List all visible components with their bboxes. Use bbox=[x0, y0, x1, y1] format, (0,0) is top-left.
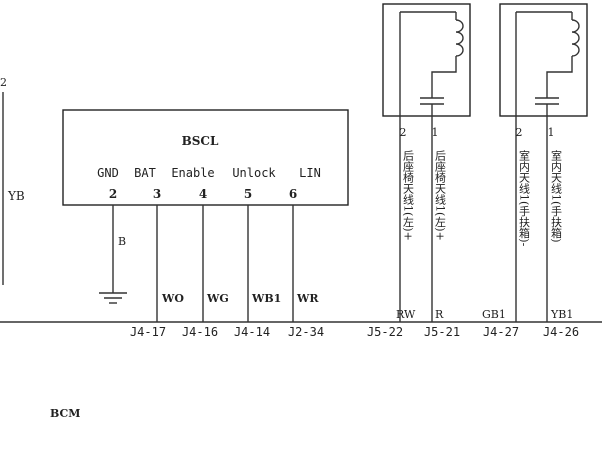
module-title: BSCL bbox=[182, 134, 219, 148]
interior-antenna-pin-2: 2 bbox=[516, 126, 523, 139]
left-wire-label: YB bbox=[7, 189, 25, 203]
rear-antenna-connector-1: J5-21 bbox=[424, 325, 460, 339]
interior-antenna-wire-code-1: YB1 bbox=[550, 308, 573, 321]
ground-symbol bbox=[99, 292, 127, 304]
wire-code-0: WO bbox=[161, 292, 184, 305]
connector-label-1: J4-16 bbox=[182, 325, 218, 339]
pin-name-enable: Enable bbox=[171, 166, 214, 180]
pin-number-enable: 4 bbox=[199, 187, 207, 201]
connector-label-3: J2-34 bbox=[288, 325, 324, 339]
pin-name-lin: LIN bbox=[299, 166, 321, 180]
ground-wire-label: B bbox=[118, 235, 126, 248]
rear-antenna-connector-2: J5-22 bbox=[367, 325, 403, 339]
pin-name-unlock: Unlock bbox=[232, 166, 276, 180]
interior-antenna-pin-1: 1 bbox=[548, 126, 555, 139]
wire-code-1: WG bbox=[206, 292, 229, 305]
wire-code-3: WR bbox=[296, 292, 319, 305]
connector-label-2: J4-14 bbox=[234, 325, 270, 339]
pin-number-lin: 6 bbox=[289, 187, 297, 201]
interior-antenna-connector-2: J4-27 bbox=[483, 325, 519, 339]
interior-antenna-label-1: 室内天线1(手扶箱) bbox=[550, 149, 563, 243]
rear-seat-antenna bbox=[382, 3, 471, 117]
bcm-label: BCM bbox=[50, 407, 80, 420]
left-edge-fragment: 2 bbox=[0, 76, 7, 89]
bscl-module-box bbox=[62, 109, 349, 206]
rear-antenna-pin-2: 2 bbox=[400, 126, 407, 139]
interior-antenna-connector-1: J4-26 bbox=[543, 325, 579, 339]
pin-number-bat: 3 bbox=[153, 187, 161, 201]
rear-antenna-wire-code-2: RW bbox=[396, 308, 416, 321]
interior-antenna bbox=[499, 3, 588, 117]
rear-antenna-label-1: 后座椅天线1(左)+ bbox=[434, 150, 447, 241]
pin-number-unlock: 5 bbox=[244, 187, 252, 201]
rear-antenna-pin-1: 1 bbox=[432, 126, 439, 139]
interior-antenna-wire-code-2: GB1 bbox=[482, 308, 506, 321]
pin-name-gnd: GND bbox=[97, 166, 119, 180]
interior-antenna-label-2: 室内天线1(手扶箱)- bbox=[518, 149, 531, 247]
pin-number-gnd: 2 bbox=[109, 187, 117, 201]
pin-name-bat: BAT bbox=[134, 166, 156, 180]
wire-code-2: WB1 bbox=[251, 292, 281, 305]
rear-antenna-wire-code-1: R bbox=[435, 308, 444, 321]
connector-label-0: J4-17 bbox=[130, 325, 166, 339]
rear-antenna-label-2: 后座椅天线1(左)+ bbox=[402, 150, 415, 241]
